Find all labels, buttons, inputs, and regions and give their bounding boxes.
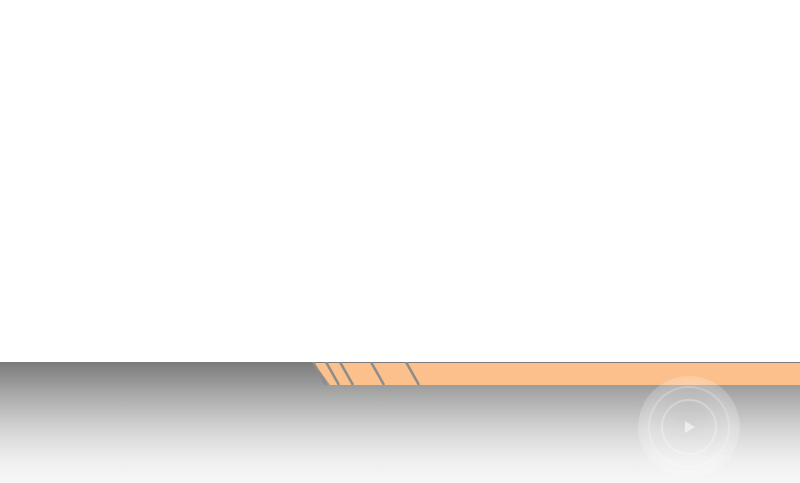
accent-stripe [338,362,355,385]
play-circle-outer-ring [648,386,730,468]
play-circle-inner-ring [661,399,717,455]
accent-stripe [311,362,328,385]
play-triangle-icon [685,421,695,433]
accent-bar [311,362,800,385]
slide-content-area [0,0,800,362]
accent-stripe [404,362,421,385]
play-circle-icon [638,376,740,478]
accent-stripe [324,362,341,385]
accent-band [314,363,800,385]
accent-stripe [369,362,386,385]
